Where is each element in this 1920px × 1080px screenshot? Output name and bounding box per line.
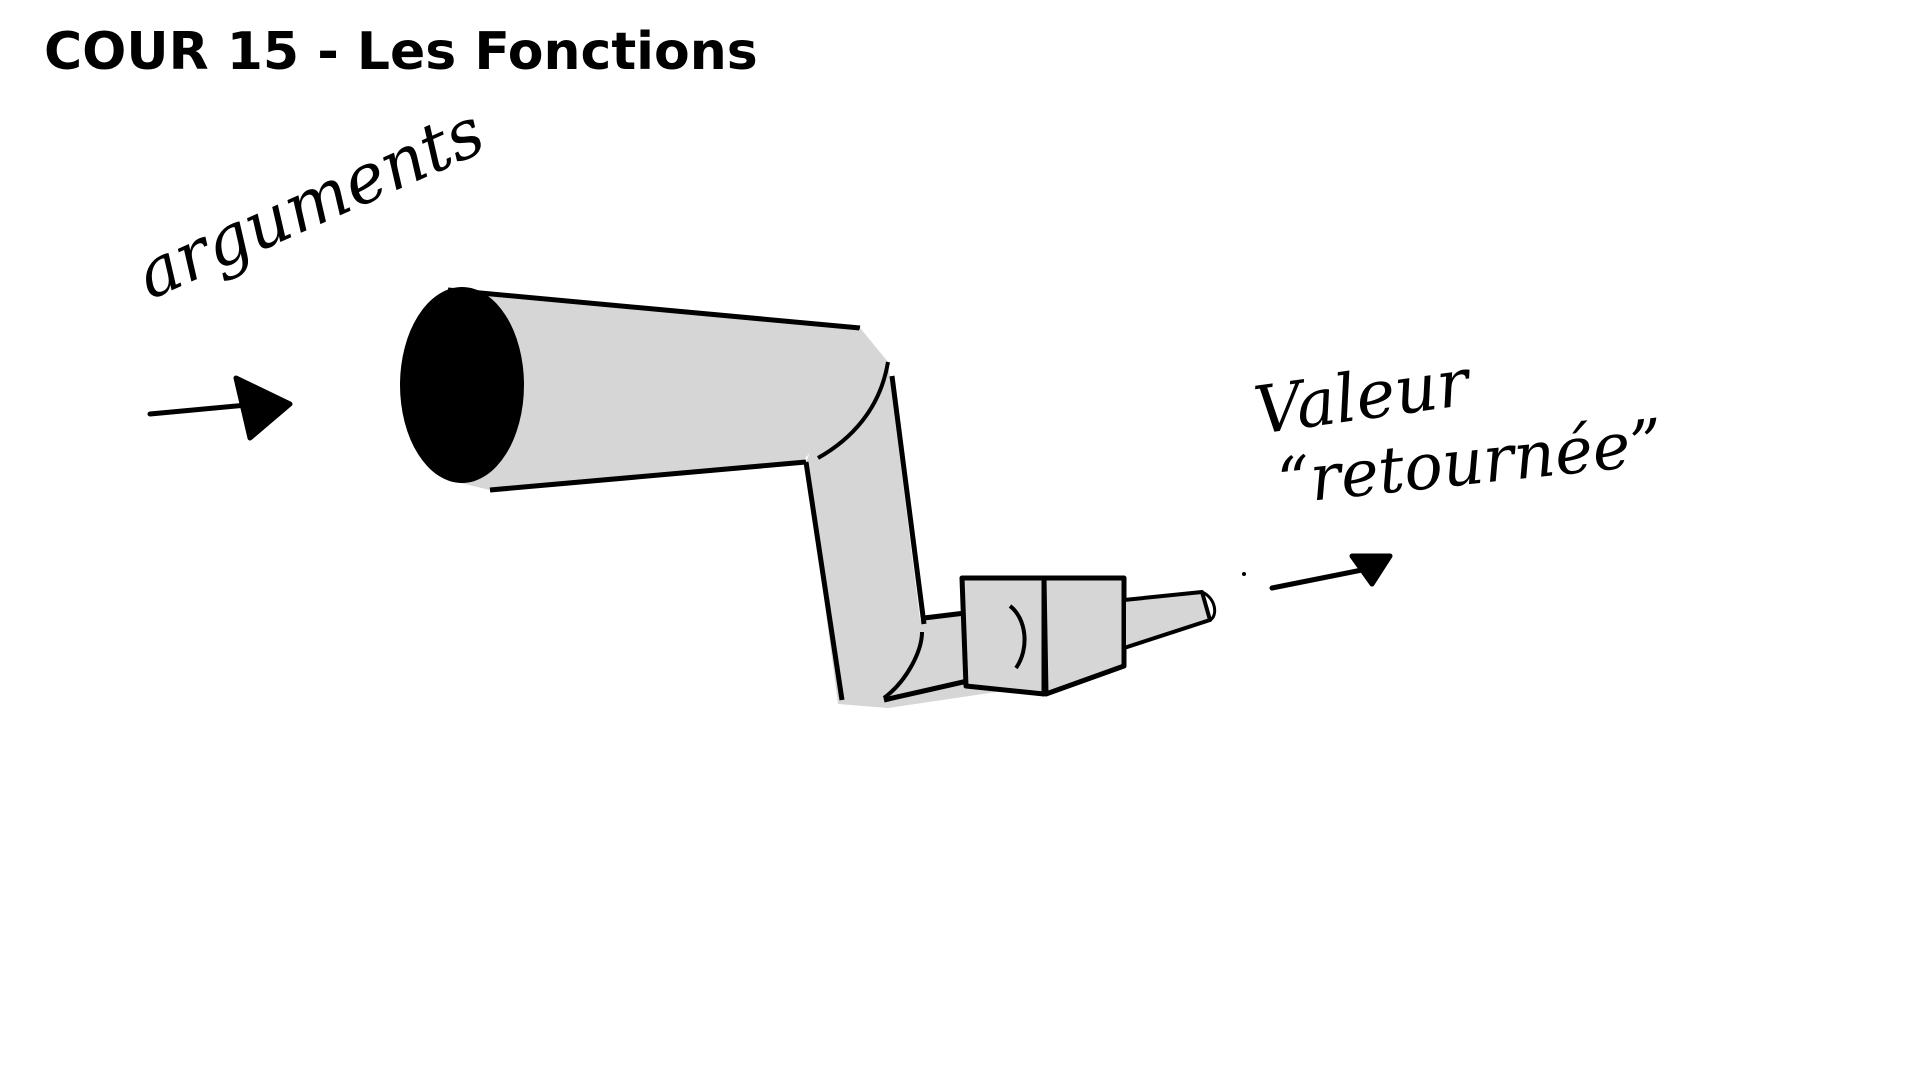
pipe-nozzle <box>1122 572 1246 650</box>
arguments-label: arguments <box>125 92 496 315</box>
input-arrow <box>147 375 293 441</box>
output-arrow <box>1269 553 1393 591</box>
pipe-opening <box>400 287 524 483</box>
pipe-valve-box <box>959 575 1127 697</box>
page-title: COUR 15 - Les Fonctions <box>44 22 758 82</box>
pipe-inlet-section <box>400 287 888 493</box>
